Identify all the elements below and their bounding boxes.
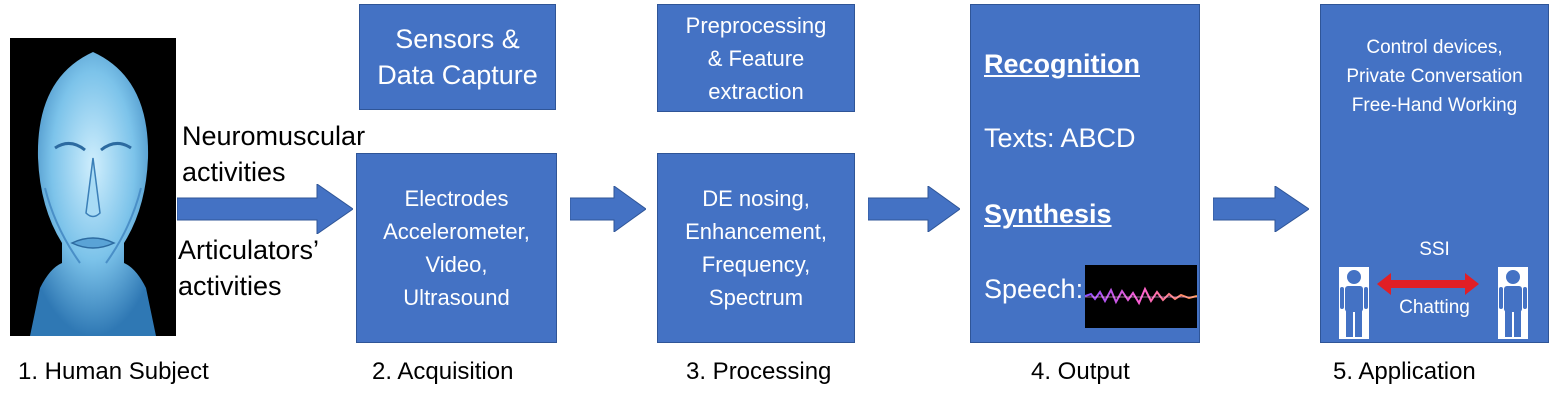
sensors-data-capture-box: Sensors & Data Capture: [359, 4, 556, 110]
stage-label-application: 5. Application: [1333, 358, 1476, 385]
chatting-label: Chatting: [1399, 297, 1470, 318]
speech-label: Speech:: [984, 274, 1084, 304]
articulators-activities-label: Articulators’ activities: [178, 235, 320, 301]
synthesis-title: Synthesis: [984, 199, 1112, 229]
double-arrow-icon: [1377, 273, 1479, 295]
stage-label-processing: 3. Processing: [686, 358, 832, 385]
acquisition-methods-box: Electrodes Accelerometer, Video, Ultraso…: [356, 153, 557, 343]
preprocessing-feature-extraction-box: Preprocessing & Feature extraction: [657, 4, 855, 112]
recognition-title: Recognition: [984, 49, 1140, 79]
person-icon: [1498, 267, 1528, 339]
ssi-label: SSI: [1419, 239, 1450, 260]
person-icon: [1339, 267, 1369, 339]
arrow-1-to-2: [177, 184, 353, 234]
human-face-image: [10, 38, 176, 336]
arrow-2-to-3: [570, 186, 646, 232]
arrow-3-to-4: [868, 186, 960, 232]
stage-label-human-subject: 1. Human Subject: [18, 358, 209, 385]
stage-label-output: 4. Output: [1031, 358, 1130, 385]
processing-steps-box: DE nosing, Enhancement, Frequency, Spect…: [657, 153, 855, 343]
neuromuscular-activities-label: Neuromuscular activities: [182, 121, 366, 187]
stage-label-acquisition: 2. Acquisition: [372, 358, 514, 385]
application-box: Control devices, Private Conversation Fr…: [1320, 4, 1549, 343]
speech-waveform-image: [1085, 265, 1197, 328]
arrow-4-to-5: [1213, 186, 1309, 232]
texts-line: Texts: ABCD: [984, 123, 1136, 153]
output-box: Recognition Texts: ABCD Synthesis Speech…: [970, 4, 1200, 343]
